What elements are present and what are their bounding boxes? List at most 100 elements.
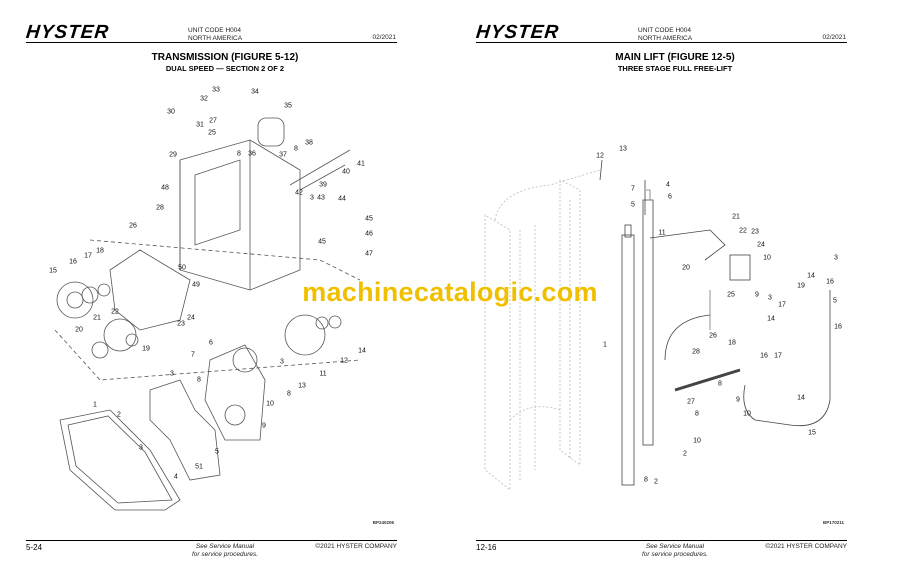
callout-number: 28 [156, 204, 164, 212]
callout-number: 26 [129, 222, 137, 230]
callout-number: 17 [774, 352, 782, 360]
callout-number: 33 [212, 86, 220, 94]
callout-number: 50 [178, 264, 186, 272]
callout-number: 3 [170, 370, 174, 378]
page-title: TRANSMISSION (FIGURE 5-12) [151, 52, 299, 63]
callout-number: 13 [619, 145, 627, 153]
date: 02/2021 [822, 34, 847, 41]
callout-number: 30 [167, 108, 175, 116]
callout-number: 24 [757, 241, 765, 249]
callout-number: 42 [295, 189, 303, 197]
callout-number: 22 [739, 227, 747, 235]
callout-number: 23 [751, 228, 759, 236]
callout-number: 3 [310, 194, 314, 202]
callout-number: 51 [195, 463, 203, 471]
callout-number: 8 [237, 150, 241, 158]
page-number: 12-16 [476, 543, 497, 552]
callout-number: 26 [709, 332, 717, 340]
page-title: MAIN LIFT (FIGURE 12-5) [615, 52, 735, 63]
callout-number: 44 [338, 195, 346, 203]
callout-number: 16 [760, 352, 768, 360]
callout-number: 39 [319, 181, 327, 189]
callout-number: 13 [298, 382, 306, 390]
callout-number: 7 [191, 351, 195, 359]
callout-number: 27 [209, 117, 217, 125]
footer-rule [476, 540, 847, 541]
callout-number: 9 [736, 396, 740, 404]
callout-number: 2 [117, 411, 121, 419]
callout-number: 3 [768, 294, 772, 302]
callout-number: 36 [248, 150, 256, 158]
callout-number: 11 [319, 370, 327, 378]
callout-number: 18 [728, 339, 736, 347]
callout-number: 16 [69, 258, 77, 266]
date: 02/2021 [372, 34, 397, 41]
callout-number: 14 [807, 272, 815, 280]
copyright: ©2021 HYSTER COMPANY [315, 543, 397, 550]
callout-number: 22 [111, 308, 119, 316]
callout-number: 41 [357, 160, 365, 168]
callout-number: 17 [84, 252, 92, 260]
callout-number: 10 [743, 410, 751, 418]
callout-number: 9 [755, 291, 759, 299]
callout-number: 49 [192, 281, 200, 289]
transmission-diagram [54, 117, 361, 511]
figure-code: BP170211 [822, 520, 844, 525]
callout-number: 38 [305, 139, 313, 147]
footer-rule [26, 540, 397, 541]
callout-number: 14 [797, 394, 805, 402]
callout-number: 3 [280, 358, 284, 366]
callout-number: 18 [96, 247, 104, 255]
callout-number: 34 [251, 88, 259, 96]
callout-number: 19 [797, 282, 805, 290]
callout-number: 48 [161, 184, 169, 192]
callout-number: 10 [266, 400, 274, 408]
callout-number: 17 [778, 301, 786, 309]
callout-number: 37 [279, 151, 287, 159]
callout-number: 40 [342, 168, 350, 176]
callout-number: 47 [365, 250, 373, 258]
callout-number: 2 [683, 450, 687, 458]
callout-number: 1 [93, 401, 97, 409]
callout-number: 35 [284, 102, 292, 110]
callout-number: 2 [654, 478, 658, 486]
callout-number: 12 [340, 357, 348, 365]
callout-number: 19 [142, 345, 150, 353]
callout-number: 5 [631, 201, 635, 209]
page-subtitle: THREE STAGE FULL FREE-LIFT [617, 64, 733, 73]
callout-number: 6 [668, 193, 672, 201]
callout-number: 9 [262, 422, 266, 430]
callout-number: 32 [200, 95, 208, 103]
callout-number: 3 [834, 254, 838, 262]
watermark: machinecatalogic.com [302, 277, 598, 307]
callout-number: 20 [682, 264, 690, 272]
callout-number: 5 [833, 297, 837, 305]
callout-number: 31 [196, 121, 204, 129]
callout-number: 27 [687, 398, 695, 406]
callout-number: 23 [177, 320, 185, 328]
callout-number: 12 [596, 152, 604, 160]
callout-number: 8 [644, 476, 648, 484]
callout-number: 16 [834, 323, 842, 331]
copyright: ©2021 HYSTER COMPANY [765, 543, 847, 550]
callout-number: 24 [187, 314, 195, 322]
callout-number: 29 [169, 151, 177, 159]
callout-number: 45 [365, 215, 373, 223]
callout-number: 3 [139, 444, 143, 452]
callout-number: 5 [215, 448, 219, 456]
callout-number: 8 [287, 390, 291, 398]
callout-number: 8 [718, 380, 722, 388]
callout-number: 46 [365, 230, 373, 238]
callout-number: 21 [93, 314, 101, 322]
callout-number: 7 [631, 185, 635, 193]
callout-number: 15 [808, 429, 816, 437]
main-lift-diagram [484, 159, 831, 491]
page-subtitle: DUAL SPEED — SECTION 2 OF 2 [165, 64, 285, 73]
callout-number: 8 [294, 145, 298, 153]
header-rule [26, 42, 397, 43]
